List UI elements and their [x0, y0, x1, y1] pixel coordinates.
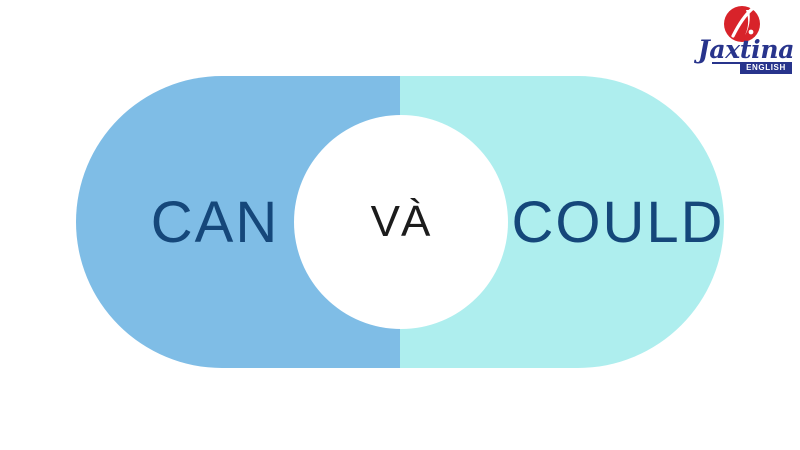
label-could: COULD	[511, 189, 725, 255]
label-can: CAN	[150, 189, 280, 255]
jaxtina-ball-icon	[722, 4, 762, 44]
brand-tagline: ENGLISH	[740, 62, 792, 74]
center-circle: VÀ	[294, 115, 508, 329]
can-could-capsule-diagram: CAN COULD VÀ	[76, 76, 724, 368]
label-va: VÀ	[370, 197, 432, 246]
brand-logo: Jaxtina ENGLISH	[694, 4, 798, 80]
brand-wordmark: Jaxtina	[697, 35, 795, 64]
